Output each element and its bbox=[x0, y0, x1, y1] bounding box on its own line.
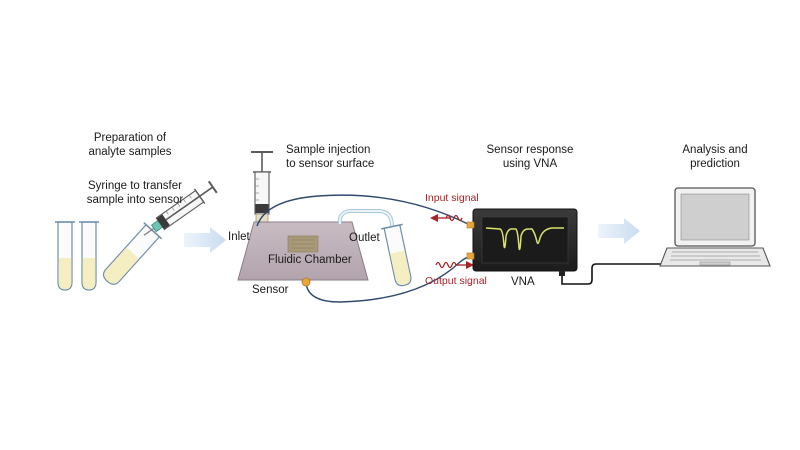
sensor-port bbox=[301, 277, 311, 287]
input-signal-label: Input signal bbox=[425, 192, 479, 204]
vna-device bbox=[466, 208, 578, 276]
inlet-label: Inlet bbox=[228, 231, 250, 243]
step-preparation-label: Preparation of analyte samples bbox=[88, 132, 172, 158]
step-injection-label: Sample injection to sensor surface bbox=[286, 144, 375, 170]
step-analysis-label: Analysis and prediction bbox=[682, 144, 748, 170]
step-response-label: Sensor response using VNA bbox=[486, 144, 574, 170]
usb-cable bbox=[561, 263, 664, 285]
syringe-2-icon bbox=[251, 151, 273, 225]
laptop-icon bbox=[659, 187, 771, 267]
outlet-label: Outlet bbox=[349, 232, 380, 244]
syringe-1-icon bbox=[143, 180, 218, 236]
vna-port-output bbox=[466, 252, 475, 260]
tilted-test-tube-icon bbox=[102, 222, 163, 285]
chamber-label: Fluidic Chamber bbox=[268, 254, 352, 266]
syringe-note-label: Syringe to transfer sample into sensor bbox=[86, 180, 184, 206]
flow-arrow-2 bbox=[598, 218, 640, 244]
output-signal-label: Output signal bbox=[425, 275, 487, 287]
output-cable bbox=[305, 256, 471, 303]
sensor-label: Sensor bbox=[252, 284, 289, 296]
collection-tube-icon bbox=[381, 223, 412, 287]
input-signal-icon bbox=[430, 214, 463, 222]
test-tube-1-icon bbox=[55, 221, 75, 291]
vna-port-input bbox=[466, 221, 475, 229]
input-cable bbox=[256, 194, 471, 227]
test-tube-2-icon bbox=[79, 221, 99, 291]
vna-trace bbox=[485, 227, 564, 251]
flow-arrow-1 bbox=[184, 227, 226, 253]
vna-label: VNA bbox=[511, 276, 535, 288]
output-signal-icon bbox=[435, 261, 474, 269]
